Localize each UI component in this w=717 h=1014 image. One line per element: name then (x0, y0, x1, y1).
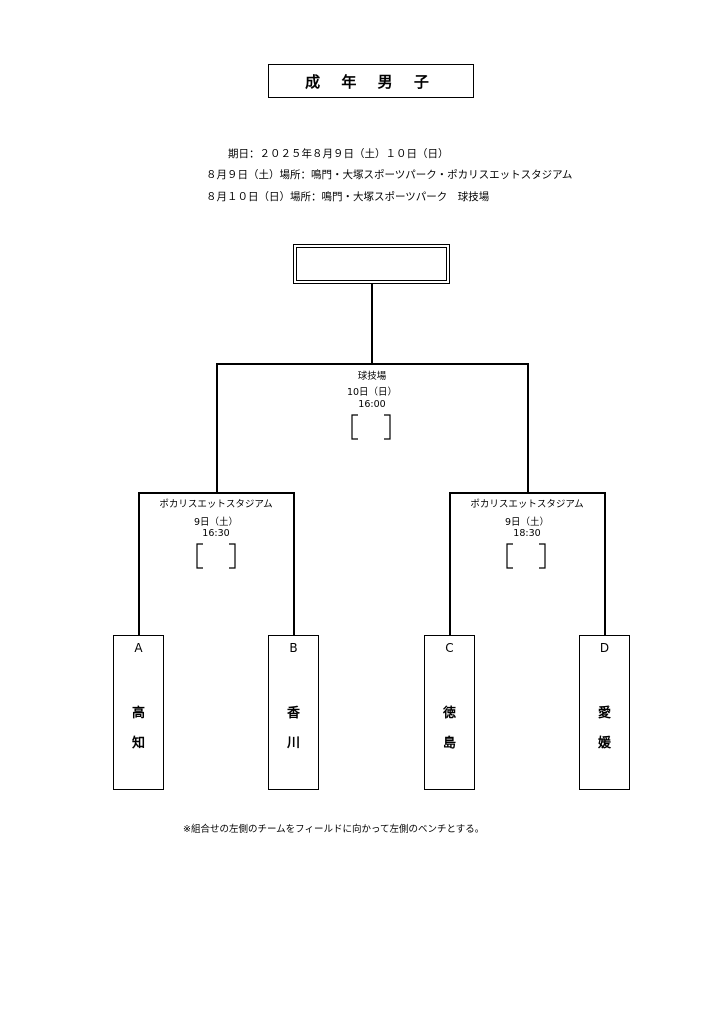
semi-left-time: 16:30 (202, 528, 230, 539)
champion-box-inner (296, 247, 447, 281)
team-name-char: 徳 (442, 706, 456, 721)
semi-left-venue: ポカリスエットスタジアム (159, 499, 273, 510)
team-name-char: 川 (286, 736, 300, 751)
final-right-line (527, 363, 529, 493)
page-title: 成 年 男 子 (268, 64, 474, 98)
date-line: 期日：２０２５年８月９日（土）１０日（日） (228, 148, 449, 160)
semi-right-line-d (604, 492, 606, 636)
venue-line-day1: ８月９日（土）場所：鳴門・大塚スポーツパーク・ポカリスエットスタジアム (206, 169, 573, 181)
semi-left-horizontal-line (138, 492, 294, 494)
team-name-char: 媛 (597, 736, 611, 751)
team-name-char: 島 (442, 736, 456, 751)
team-name-char: 愛 (597, 706, 611, 721)
final-time: 16:00 (358, 399, 386, 410)
semi-right-horizontal-line (449, 492, 605, 494)
final-horizontal-line (216, 363, 528, 365)
final-venue: 球技場 (357, 371, 387, 382)
team-letter: D (599, 641, 610, 655)
team-box-b: B 香 川 (268, 635, 319, 790)
semi-left-date: 9日（土） (193, 517, 239, 528)
team-name-char: 香 (286, 706, 300, 721)
team-box-a: A 高 知 (113, 635, 164, 790)
semi-left-line-a (138, 492, 140, 636)
team-name-char: 高 (131, 706, 145, 721)
team-letter: A (134, 641, 143, 655)
semi-right-line-c (449, 492, 451, 636)
semi-left-line-b (293, 492, 295, 636)
final-score-bracket (351, 414, 391, 440)
final-left-line (216, 363, 218, 493)
semi-right-score-bracket (506, 543, 546, 569)
team-name-char: 知 (131, 736, 145, 751)
team-letter: B (289, 641, 298, 655)
footnote: ※組合せの左側のチームをフィールドに向かって左側のベンチとする。 (183, 824, 485, 835)
semi-right-time: 18:30 (513, 528, 541, 539)
team-letter: C (445, 641, 454, 655)
final-date: 10日（日） (346, 387, 398, 398)
semi-right-venue: ポカリスエットスタジアム (470, 499, 584, 510)
final-stem-line (371, 284, 373, 364)
team-box-d: D 愛 媛 (579, 635, 630, 790)
semi-right-date: 9日（土） (504, 517, 550, 528)
semi-left-score-bracket (196, 543, 236, 569)
team-box-c: C 徳 島 (424, 635, 475, 790)
venue-line-day2: ８月１０日（日）場所：鳴門・大塚スポーツパーク 球技場 (206, 191, 490, 203)
champion-box (293, 244, 450, 284)
